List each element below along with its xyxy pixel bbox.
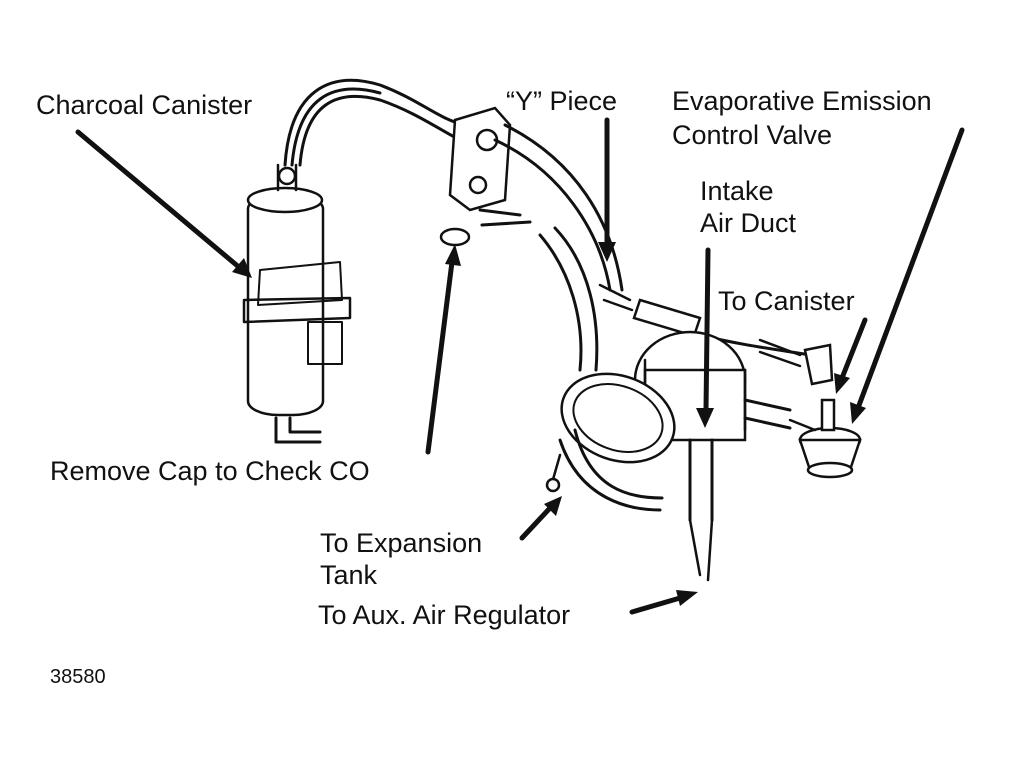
label-y-piece: “Y” Piece [506,86,618,116]
y-piece-bracket [439,106,532,247]
evap-control-valve [788,398,862,479]
label-remove-cap: Remove Cap to Check CO [50,456,370,486]
label-intake-line1: Intake [700,176,774,206]
canister-hoses [283,78,467,167]
leader-arrows [75,117,965,615]
label-charcoal-canister: Charcoal Canister [36,90,253,120]
label-expansion-line1: To Expansion [320,528,483,558]
figure-number: 38580 [50,666,106,688]
label-evap-valve-line2: Control Valve [672,120,833,150]
charcoal-canister [242,163,352,444]
y-piece-hoses [493,123,812,372]
intake-air-duct [545,330,834,582]
label-aux-air: To Aux. Air Regulator [318,600,571,630]
label-intake-line2: Air Duct [700,208,797,238]
label-expansion-line2: Tank [320,560,378,590]
label-to-canister: To Canister [718,286,855,316]
label-evap-valve-line1: Evaporative Emission [672,86,932,116]
